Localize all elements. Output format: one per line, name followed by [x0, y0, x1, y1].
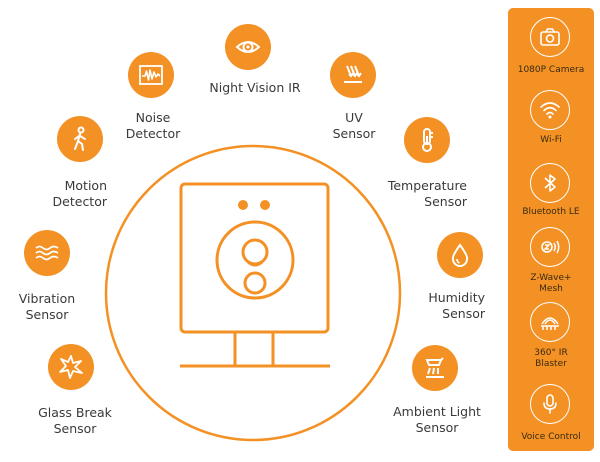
feature-label-wifi: Wi-Fi: [540, 135, 562, 145]
device-body: [179, 182, 330, 334]
water-drop-icon: [437, 232, 483, 278]
feature-label-camera: 1080P Camera: [517, 65, 585, 75]
sensor-label-temperature: Temperature Sensor: [387, 178, 467, 209]
feature-sidebar: 1080P Camera Wi-Fi Bluetooth LE Z-Wave+ …: [508, 8, 594, 451]
eye-icon: [225, 24, 271, 70]
feature-label-voice: Voice Control: [521, 432, 581, 442]
wifi-icon: [530, 90, 570, 130]
feature-label-ir-blaster: 360° IR Blaster: [534, 348, 568, 369]
device-lens-ring: [215, 220, 295, 300]
waves-icon: [24, 230, 70, 276]
device-lens-upper: [241, 238, 269, 266]
microphone-icon: [530, 384, 570, 424]
device-lens-bridge: [247, 260, 263, 267]
feature-label-zwave: Z-Wave+ Mesh: [530, 273, 572, 294]
feature-label-bluetooth: Bluetooth LE: [522, 207, 580, 217]
sensor-label-noise: Noise Detector: [125, 110, 181, 141]
sensor-label-humidity: Humidity Sensor: [428, 290, 485, 321]
sensor-label-uv: UV Sensor: [332, 110, 376, 141]
sensor-label-vibration: Vibration Sensor: [18, 291, 76, 322]
sensor-label-motion: Motion Detector: [52, 178, 107, 209]
device-lens-lower: [243, 271, 267, 295]
walking-person-icon: [57, 116, 103, 162]
device-stand: [233, 330, 275, 368]
zwave-icon: [530, 227, 570, 267]
central-circle: [104, 144, 402, 442]
sensor-label-ambient-light: Ambient Light Sensor: [393, 404, 481, 435]
bluetooth-icon: [530, 163, 570, 203]
device-led-left: [238, 200, 248, 210]
shatter-icon: [48, 344, 94, 390]
thermometer-icon: [404, 117, 450, 163]
camera-icon: [530, 17, 570, 57]
sensor-label-glass-break: Glass Break Sensor: [38, 405, 112, 436]
device-led-right: [260, 200, 270, 210]
lamp-icon: [412, 345, 458, 391]
sound-wave-icon: [128, 52, 174, 98]
ir-blaster-icon: [530, 302, 570, 342]
sensor-label-night-vision: Night Vision IR: [209, 80, 301, 95]
uv-rays-icon: [330, 52, 376, 98]
